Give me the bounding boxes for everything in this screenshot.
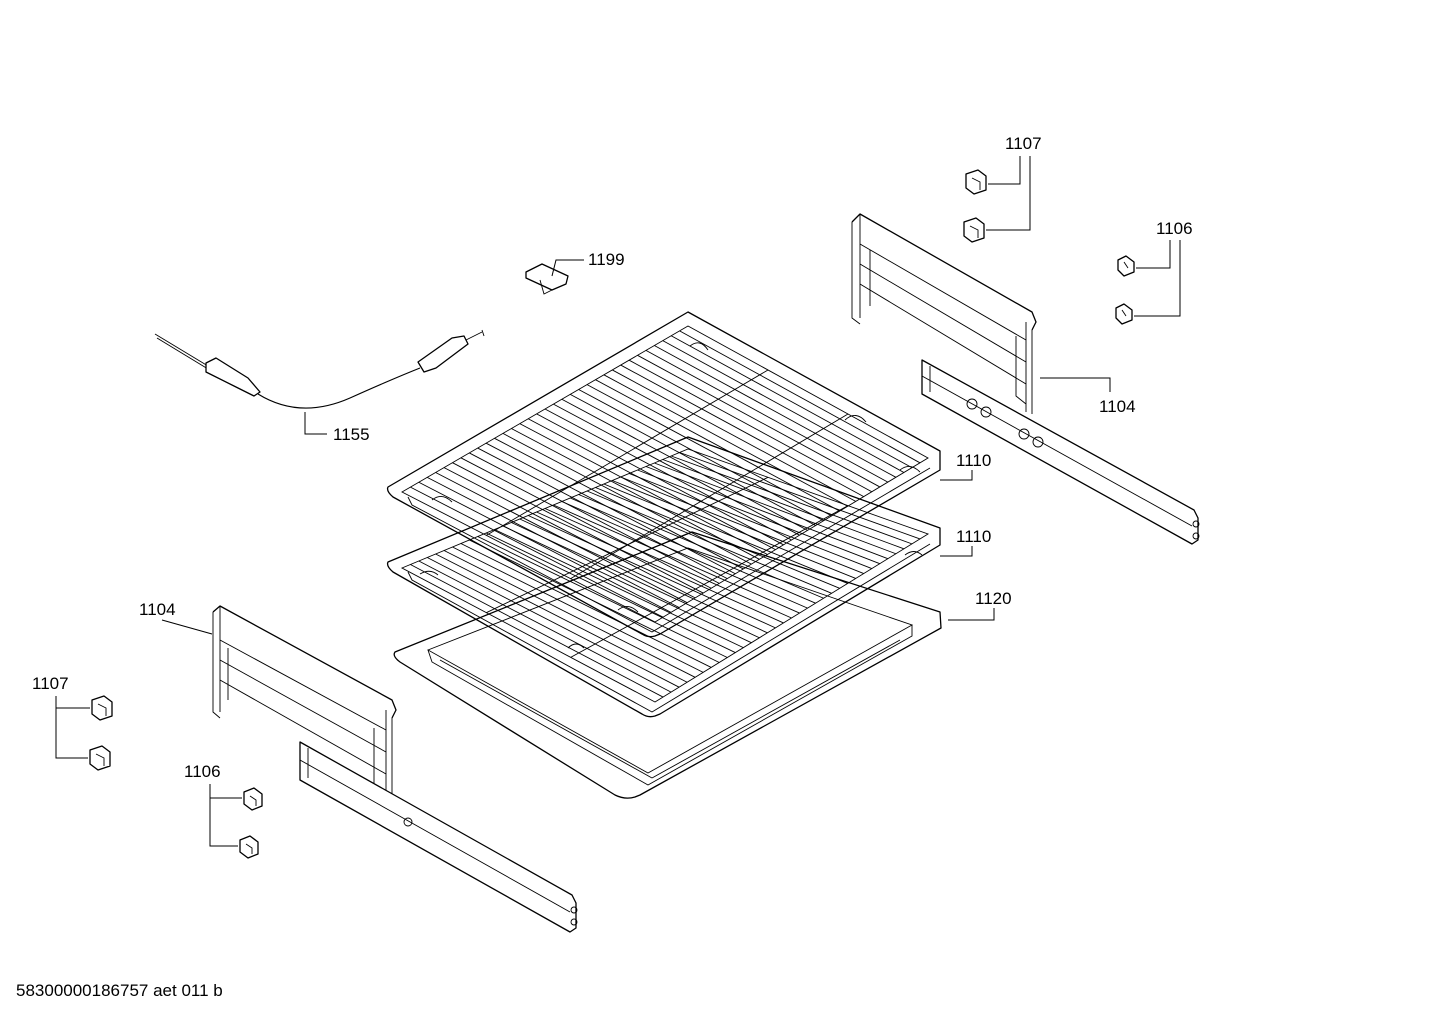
rack-wire — [410, 564, 664, 698]
rack-wire — [586, 384, 832, 517]
callout-labels: 1155 1199 1110 1110 1120 1104 1104 1107 … — [32, 134, 1193, 781]
callout-1104-right: 1104 — [1099, 397, 1136, 416]
rack-wire — [502, 433, 752, 565]
rack-wire — [494, 529, 744, 649]
callout-1120: 1120 — [975, 589, 1012, 608]
rack-wire — [603, 374, 848, 507]
callout-1107-right: 1107 — [1005, 134, 1042, 153]
rack-wire — [637, 469, 880, 565]
clip-1106-right-upper — [1117, 255, 1135, 277]
rack-wire — [427, 557, 680, 688]
rack-wire — [519, 423, 768, 555]
rack-wire — [469, 452, 720, 584]
rack-wire — [670, 335, 913, 469]
rack-wire — [612, 369, 856, 502]
callout-1110-upper: 1110 — [956, 451, 991, 470]
rack-wire — [527, 418, 776, 551]
rack-wire — [671, 455, 913, 545]
clip-1107-left-lower — [89, 745, 111, 771]
document-id: 58300000186757 aet 011 b — [16, 981, 223, 1000]
callout-1104-left: 1104 — [139, 600, 176, 619]
rack-wire — [595, 487, 840, 589]
rack-wire — [418, 481, 672, 613]
rack-wire — [536, 511, 784, 624]
rack-wire — [460, 457, 712, 589]
leader-lines — [55, 156, 1181, 847]
callout-1155: 1155 — [333, 425, 370, 444]
rack-wire — [410, 486, 664, 618]
rack-wire — [553, 403, 800, 536]
rack-wire — [511, 428, 760, 560]
rack-wire — [435, 472, 688, 604]
rack-wire — [645, 350, 889, 483]
rack-wire — [502, 525, 752, 644]
rack-wire — [544, 408, 792, 541]
clip-1107-left-upper — [91, 695, 113, 721]
clip-1199 — [525, 263, 569, 295]
rack-wire — [561, 398, 808, 531]
telescopic-rail-right — [851, 213, 1200, 545]
rack-wire — [477, 447, 728, 579]
clip-1107-right-lower — [963, 217, 985, 243]
rack-wire — [519, 518, 768, 634]
rack-wire — [603, 483, 848, 584]
rack-wire — [443, 550, 696, 678]
rack-wire — [637, 354, 881, 488]
rack-wire — [612, 480, 856, 579]
rack-crossbar — [486, 369, 769, 536]
clip-1106-left-lower — [239, 835, 259, 859]
rack-wire — [460, 543, 712, 668]
rack-wire — [485, 442, 736, 575]
rack-wire — [570, 393, 816, 526]
clip-1107-right-upper — [965, 169, 987, 195]
callout-1107-left: 1107 — [32, 674, 69, 693]
rack-wire — [536, 413, 784, 546]
rack-wire — [477, 536, 728, 658]
rack-wire — [628, 473, 872, 570]
clip-1106-right-lower — [1115, 303, 1133, 325]
callout-1199: 1199 — [588, 250, 625, 269]
rack-wire — [494, 437, 744, 570]
rack-wire — [553, 504, 800, 614]
clip-1106-left-upper — [243, 787, 263, 811]
rack-wire — [452, 546, 704, 673]
rack-wire — [620, 476, 864, 574]
callout-1106-left: 1106 — [184, 762, 221, 781]
meat-probe — [154, 329, 485, 409]
rack-wire — [679, 330, 921, 464]
rack-wire — [570, 497, 816, 604]
callout-1110-lower: 1110 — [956, 527, 991, 546]
rack-wire — [418, 560, 672, 693]
rack-crossbar — [570, 413, 849, 580]
telescopic-rail-left — [212, 605, 578, 933]
rack-wire — [654, 462, 897, 555]
rack-crossbar — [570, 505, 849, 658]
callout-1106-right: 1106 — [1156, 219, 1193, 238]
rack-wire — [544, 508, 792, 619]
rack-wire — [679, 452, 921, 540]
rack-wire — [527, 515, 776, 629]
rack-wire — [443, 467, 696, 599]
rack-wire — [595, 379, 840, 512]
rack-wire — [645, 466, 889, 560]
rack-wire — [662, 340, 905, 473]
rack-wire — [485, 532, 736, 653]
rack-wire — [578, 389, 824, 522]
rack-wire — [427, 476, 680, 608]
rack-wire — [561, 501, 808, 609]
rack-wire — [628, 359, 873, 493]
rack-wire — [620, 364, 864, 497]
rack-wire — [435, 553, 688, 683]
oven-rack-upper — [386, 311, 941, 638]
rack-wire — [452, 462, 704, 594]
rack-wire — [654, 345, 897, 478]
